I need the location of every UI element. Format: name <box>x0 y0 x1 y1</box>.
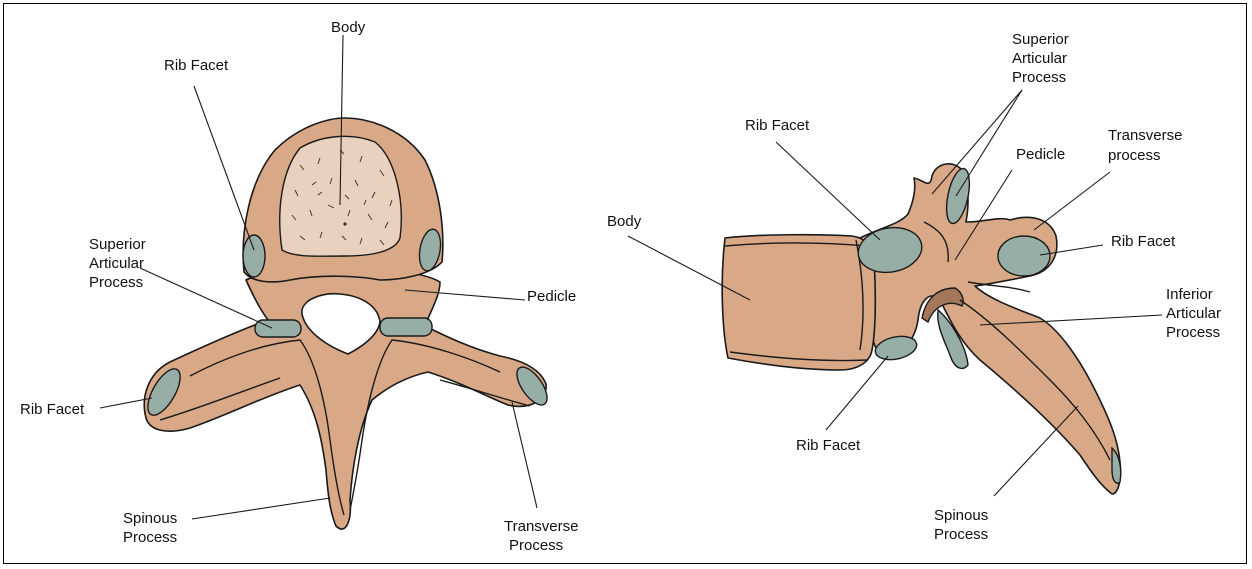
r-label-superior-articular-2: Articular <box>1012 50 1067 67</box>
leader-rib-facet-top <box>194 86 254 250</box>
r-label-inferior-articular-2: Articular <box>1166 305 1221 322</box>
superior-articular-facet-left <box>255 320 301 337</box>
leader-spinous <box>192 498 330 519</box>
label-transverse-2: Process <box>509 537 563 554</box>
label-body: Body <box>331 19 366 36</box>
label-superior-articular-1: Superior <box>89 236 146 253</box>
label-spinous-2: Process <box>123 529 177 546</box>
leader-transverse <box>512 402 537 508</box>
superior-articular-facet-right <box>380 318 432 336</box>
lead-r-spinous <box>994 406 1078 496</box>
label-superior-articular-3: Process <box>89 274 143 291</box>
lead-r-superior-articular-a <box>956 90 1022 196</box>
lead-r-transverse <box>1034 172 1110 230</box>
r-label-rib-facet-right: Rib Facet <box>1111 233 1176 250</box>
lead-r-superior-articular-b <box>932 90 1022 194</box>
r-label-pedicle: Pedicle <box>1016 146 1065 163</box>
lateral-vertebral-body <box>722 235 875 370</box>
r-label-rib-facet-top: Rib Facet <box>745 117 810 134</box>
label-spinous-1: Spinous <box>123 510 177 527</box>
label-superior-articular-2: Articular <box>89 255 144 272</box>
r-label-spinous-2: Process <box>934 526 988 543</box>
rib-facet-body-left <box>243 235 265 277</box>
r-label-transverse-1: Transverse <box>1108 127 1182 144</box>
label-rib-facet-top: Rib Facet <box>164 57 229 74</box>
r-label-transverse-2: process <box>1108 147 1161 164</box>
superior-view: Body Rib Facet Superior Articular Proces… <box>20 19 578 554</box>
r-label-inferior-articular-1: Inferior <box>1166 286 1213 303</box>
r-label-spinous-1: Spinous <box>934 507 988 524</box>
r-label-superior-articular-1: Superior <box>1012 31 1069 48</box>
lateral-posterior-elements <box>860 164 1121 494</box>
r-label-superior-articular-3: Process <box>1012 69 1066 86</box>
label-transverse-1: Transverse <box>504 518 578 535</box>
lead-r-rib-facet-top <box>776 142 880 240</box>
r-label-body: Body <box>607 213 642 230</box>
lateral-view: Superior Articular Process Rib Facet Tra… <box>607 31 1221 543</box>
r-label-inferior-articular-3: Process <box>1166 324 1220 341</box>
label-rib-facet-left: Rib Facet <box>20 401 85 418</box>
r-label-rib-facet-bottom: Rib Facet <box>796 437 861 454</box>
label-pedicle: Pedicle <box>527 288 576 305</box>
body-center-dot <box>343 222 346 225</box>
lateral-rib-facet-transverse <box>998 236 1050 276</box>
